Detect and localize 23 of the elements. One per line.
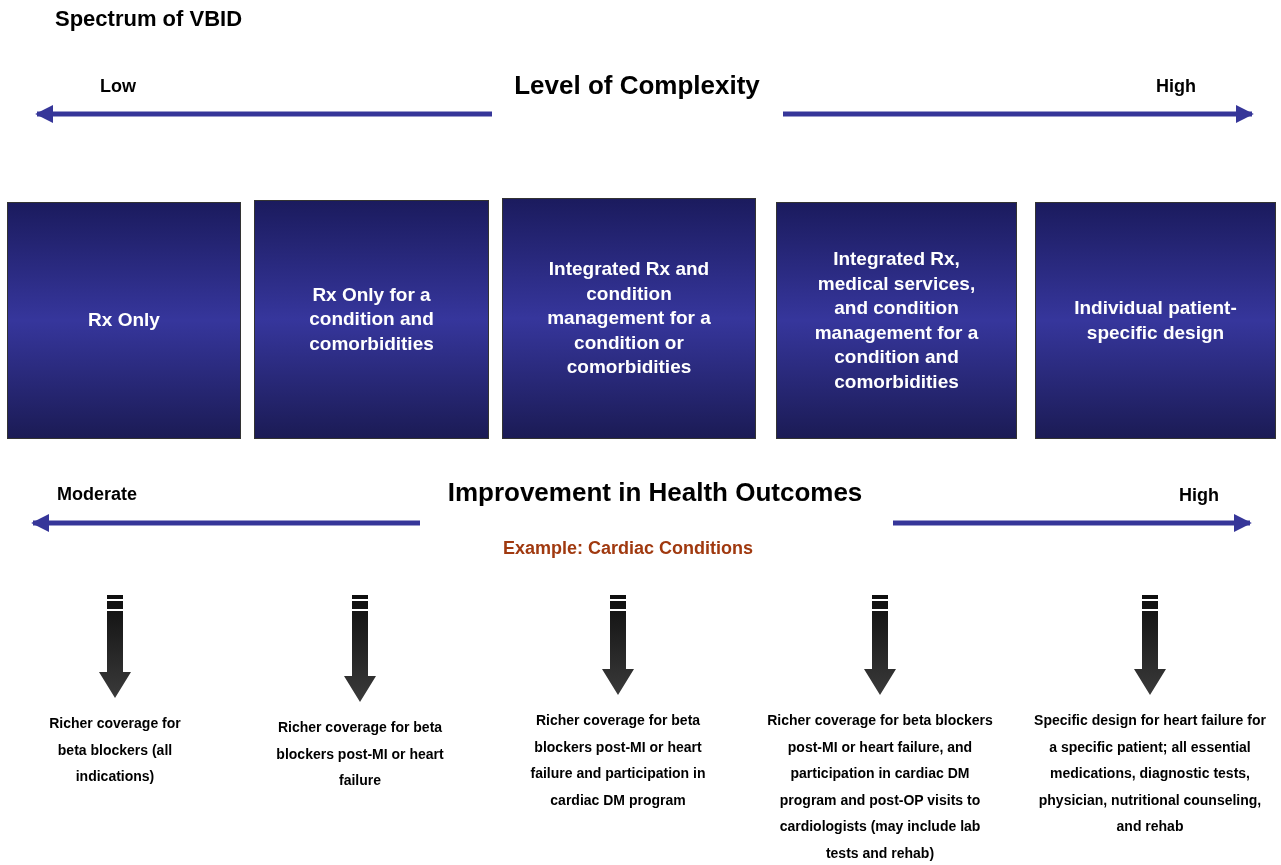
scale-label: Low: [100, 76, 136, 97]
example-description: Specific design for heart failure for a specific patient; all essential medications, diagnostic tests, physician, nutritional counseling, and rehab: [1033, 695, 1267, 840]
example-description: Richer coverage for beta blockers post-MI or heart failure and participation in cardiac DM program: [527, 695, 709, 813]
level-box: Individual patient-specific design: [1035, 202, 1276, 439]
block-arrow: [99, 595, 131, 698]
block-arrow: [602, 595, 634, 695]
example-description: Richer coverage for beta blockers post-MI or heart failure, and participation in cardiac DM program and post-OP visits to cardiologists (may include lab tests and rehab): [765, 695, 995, 865]
level-box: Rx Only: [7, 202, 241, 439]
example-description: Richer coverage for beta blockers (all indications): [45, 698, 185, 790]
level-box: Rx Only for a condition and comorbidities: [254, 200, 489, 439]
level-box: Integrated Rx and condition management for a condition or comorbidities: [502, 198, 756, 439]
block-arrow: [864, 595, 896, 695]
scale-label: Moderate: [57, 484, 137, 505]
example-description: Richer coverage for beta blockers post-MI or heart failure: [270, 702, 450, 794]
scale-label: Improvement in Health Outcomes: [447, 477, 863, 508]
block-arrow: [344, 595, 376, 702]
scale-label: High: [1156, 76, 1196, 97]
scale-label: Level of Complexity: [514, 70, 760, 101]
diagram-title: Spectrum of VBID: [55, 6, 243, 32]
block-arrow: [1134, 595, 1166, 695]
level-box: Integrated Rx, medical services, and condition management for a condition and comorbidities: [776, 202, 1017, 439]
scale-label: Example: Cardiac Conditions: [502, 538, 754, 559]
scale-label: High: [1179, 485, 1219, 506]
